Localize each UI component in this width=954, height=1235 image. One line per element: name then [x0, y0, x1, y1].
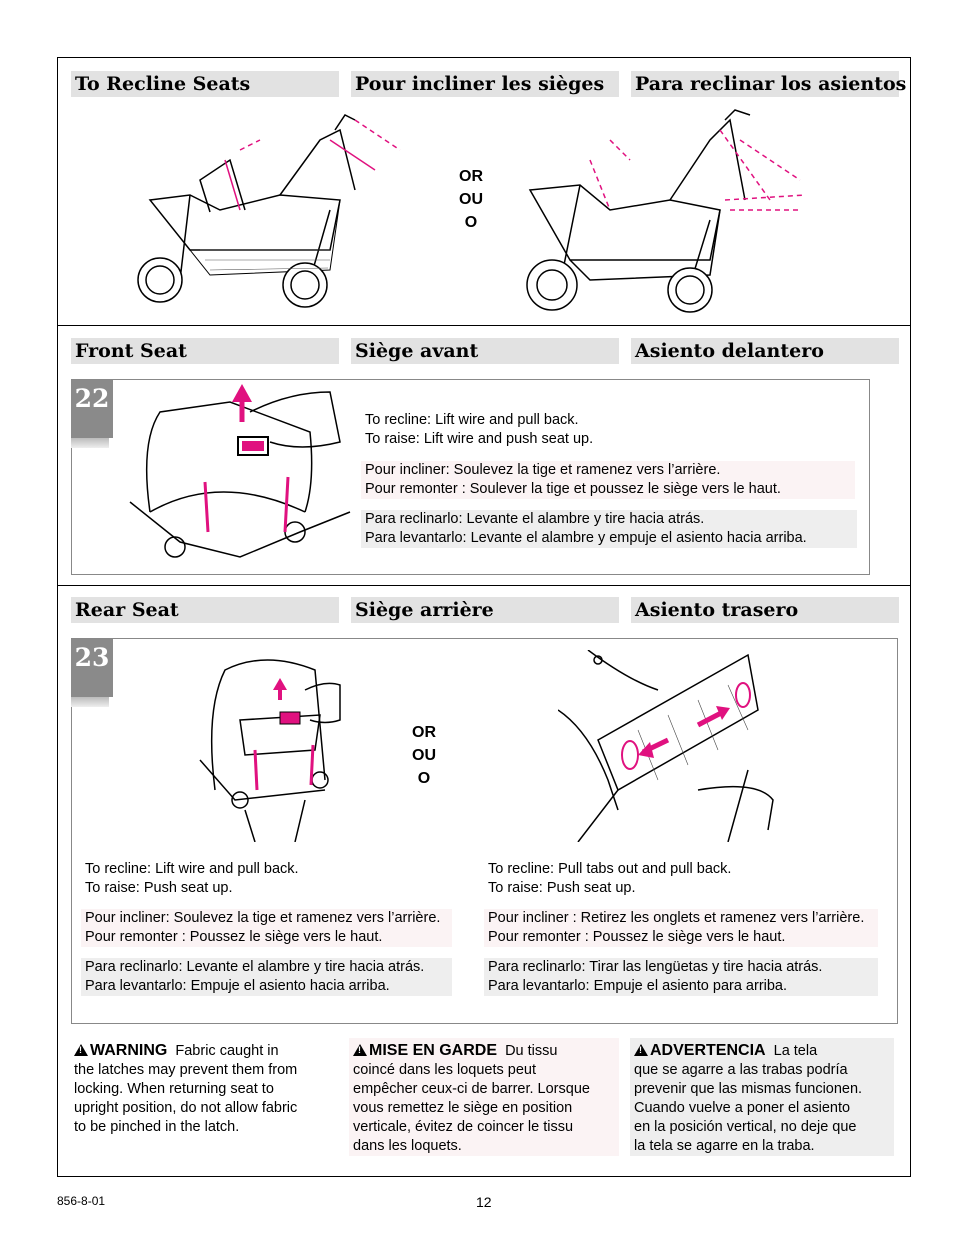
warning-line: prevenir que las mismas funcionen.: [634, 1081, 863, 1097]
warning-line: Fabric caught in: [175, 1043, 279, 1059]
warning-triangle-icon: [353, 1044, 367, 1056]
footer-code: 856-8-01: [57, 1194, 106, 1208]
step-23-left-es: Para reclinarlo: Levante el alambre y ti…: [81, 958, 452, 996]
header-front-en: Front Seat: [71, 338, 339, 364]
warning-line: que se agarre a las trabas podría: [634, 1062, 848, 1078]
warning-line: la tela se agarre en la traba.: [634, 1138, 815, 1154]
text-line: To recline: Lift wire and pull back.: [85, 861, 299, 877]
warning-en: WARNING Fabric caught in the latches may…: [70, 1038, 340, 1156]
warning-line: vous remettez le siège en position: [353, 1100, 573, 1116]
page-frame: [57, 57, 911, 1177]
text-line: Para levantarlo: Levante el alambre y em…: [365, 530, 807, 546]
text-line: Pour incliner: Soulevez la tige et ramen…: [365, 462, 721, 478]
warning-line: en la posición vertical, no deje que: [634, 1119, 857, 1135]
step-shadow: [71, 438, 109, 448]
header-front-fr: Siège avant: [351, 338, 619, 364]
warning-title: ADVERTENCIA: [650, 1042, 766, 1059]
step-23-box: [71, 638, 898, 1024]
warning-fr: MISE EN GARDE Du tissu coincé dans les l…: [349, 1038, 619, 1156]
o-line: O: [464, 214, 478, 231]
ou-line: OU: [459, 191, 483, 208]
text-line: Pour incliner : Retirez les onglets et r…: [488, 910, 865, 926]
warning-line: La tela: [773, 1043, 818, 1059]
stroller-illustration-1: [137, 114, 401, 308]
warning-line: to be pinched in the latch.: [74, 1119, 240, 1135]
text-line: To raise: Push seat up.: [488, 880, 636, 896]
warning-line: the latches may prevent them from: [74, 1062, 298, 1078]
step-22-box: [71, 379, 870, 575]
step-23-right-fr: Pour incliner : Retirez les onglets et r…: [484, 909, 878, 947]
text-line: Pour remonter : Poussez le siège vers le…: [85, 929, 383, 945]
header-recline-es: Para reclinar los asientos: [631, 71, 906, 97]
header-rear-en: Rear Seat: [71, 597, 339, 623]
rear-seat-illustration-right: [558, 650, 774, 842]
page-number: 12: [476, 1194, 492, 1210]
ou-line: OU: [412, 747, 436, 764]
warning-line: coincé dans les loquets peut: [353, 1062, 536, 1078]
header-recline-fr: Pour incliner les sièges: [351, 71, 619, 97]
or-line: OR: [412, 724, 436, 741]
text-line: To raise: Lift wire and push seat up.: [365, 431, 594, 447]
step-shadow: [71, 697, 109, 707]
warning-line: locking. When returning seat to: [74, 1081, 274, 1097]
header-front-es: Asiento delantero: [631, 338, 899, 364]
or-label-recline: OR OU O: [451, 165, 491, 234]
step-number-23: 23: [71, 639, 113, 697]
header-rear-es: Asiento trasero: [631, 597, 899, 623]
step-number-22: 22: [71, 380, 113, 438]
warning-line: upright position, do not allow fabric: [74, 1100, 298, 1116]
text-line: Para reclinarlo: Levante el alambre y ti…: [85, 959, 425, 975]
or-line: OR: [459, 168, 483, 185]
o-line: O: [417, 770, 431, 787]
step-23-left-en: To recline: Lift wire and pull back. To r…: [85, 860, 299, 898]
or-label-rear: OR OU O: [404, 721, 444, 790]
rear-seat-illustration-left: [199, 659, 341, 842]
text-line: To recline: Pull tabs out and pull back.: [488, 861, 732, 877]
warning-triangle-icon: [74, 1044, 88, 1056]
step-23-left-fr: Pour incliner: Soulevez la tige et ramen…: [81, 909, 452, 947]
text-line: Para reclinarlo: Tirar las lengüetas y t…: [488, 959, 823, 975]
warning-line: Cuando vuelve a poner el asiento: [634, 1100, 851, 1116]
warning-triangle-icon: [634, 1044, 648, 1056]
text-line: To recline: Lift wire and pull back.: [365, 412, 579, 428]
text-line: Pour remonter : Poussez le siège vers le…: [488, 929, 786, 945]
warning-line: empêcher ceux-ci de barrer. Lorsque: [353, 1081, 590, 1097]
divider-2: [57, 585, 911, 586]
warning-line: verticale, évitez de coincer le tissu: [353, 1119, 574, 1135]
stroller-illustration-2: [526, 109, 806, 313]
header-recline-en: To Recline Seats: [71, 71, 339, 97]
warning-line: dans les loquets.: [353, 1138, 462, 1154]
text-line: Pour incliner: Soulevez la tige et ramen…: [85, 910, 441, 926]
text-line: To raise: Push seat up.: [85, 880, 233, 896]
warning-title: MISE EN GARDE: [369, 1042, 498, 1059]
step-22-en: To recline: Lift wire and pull back. To r…: [365, 411, 593, 449]
text-line: Para reclinarlo: Levante el alambre y ti…: [365, 511, 705, 527]
step-23-right-en: To recline: Pull tabs out and pull back.…: [488, 860, 731, 898]
warning-line: Du tissu: [505, 1043, 558, 1059]
warning-title: WARNING: [90, 1042, 168, 1059]
divider-1: [57, 325, 911, 326]
step-23-right-es: Para reclinarlo: Tirar las lengüetas y t…: [484, 958, 878, 996]
text-line: Pour remonter : Soulever la tige et pous…: [365, 481, 781, 497]
step-22-es: Para reclinarlo: Levante el alambre y ti…: [361, 510, 857, 548]
front-seat-illustration: [129, 384, 351, 558]
step-22-fr: Pour incliner: Soulevez la tige et ramen…: [361, 461, 855, 499]
warning-es: ADVERTENCIA La tela que se agarre a las …: [630, 1038, 894, 1156]
text-line: Para levantarlo: Empuje el asiento para …: [488, 978, 788, 994]
header-rear-fr: Siège arrière: [351, 597, 619, 623]
text-line: Para levantarlo: Empuje el asiento hacia…: [85, 978, 390, 994]
